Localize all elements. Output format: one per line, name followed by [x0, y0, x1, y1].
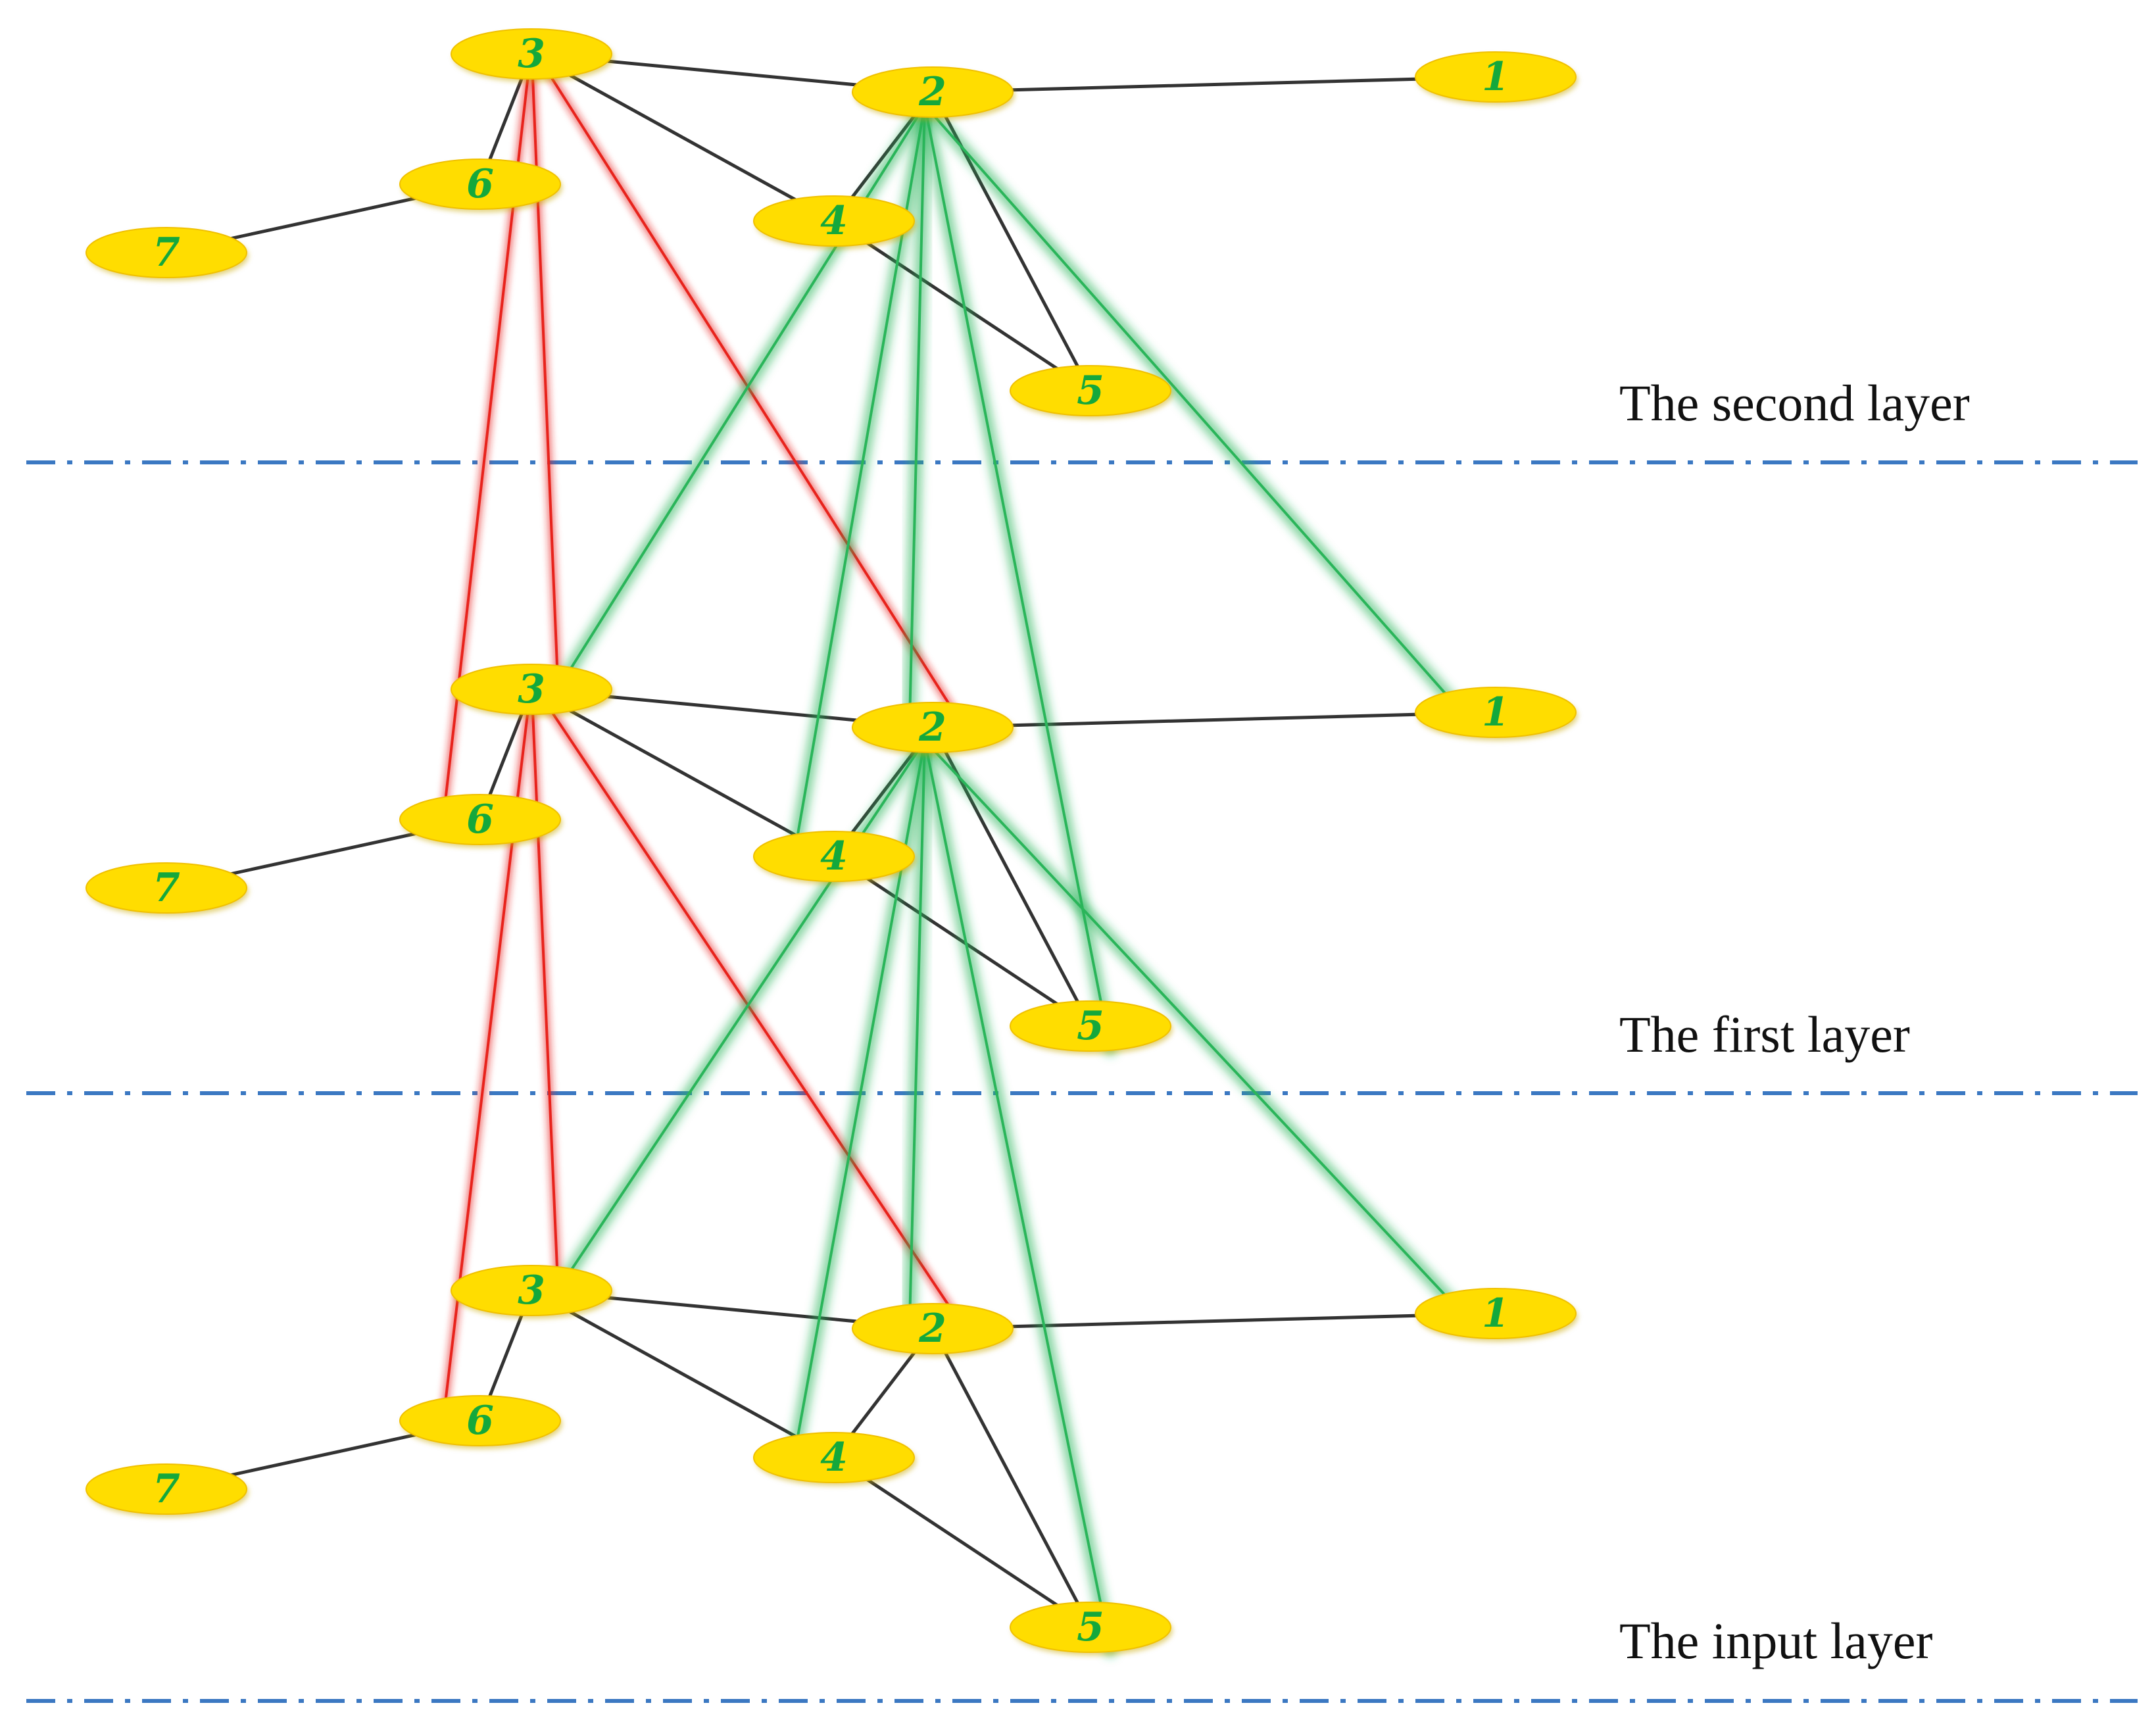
- node-label: 2: [918, 1306, 946, 1352]
- node-input-2: 2: [852, 1303, 1015, 1357]
- node-label: 3: [518, 666, 545, 712]
- edge-input-3-4: [530, 1289, 835, 1460]
- node-input-4: 4: [753, 1432, 916, 1486]
- node-input-5: 5: [1010, 1602, 1173, 1656]
- green-link-first-2-to-input-5: [918, 734, 1117, 1657]
- node-first-1: 1: [1415, 687, 1578, 741]
- node-second-1: 1: [1415, 51, 1578, 105]
- layer-label-second: The second layer: [1619, 374, 1970, 431]
- node-first-5: 5: [1010, 1000, 1173, 1054]
- node-label: 1: [1482, 689, 1509, 735]
- node-input-6: 6: [399, 1395, 562, 1449]
- node-label: 7: [153, 230, 180, 276]
- edge-first-2-1: [932, 710, 1496, 729]
- node-first-7: 7: [86, 862, 249, 916]
- node-label: 1: [1482, 1290, 1509, 1337]
- node-first-3: 3: [451, 664, 614, 718]
- node-input-1: 1: [1415, 1288, 1578, 1342]
- edge-second-2-1: [932, 75, 1496, 94]
- node-label: 5: [1077, 368, 1104, 414]
- green-link-first-2-to-input-2: [903, 734, 931, 1329]
- edge-input-2-1: [932, 1312, 1496, 1331]
- green-link-second-2-to-first-5: [918, 99, 1117, 1056]
- node-label: 7: [153, 1466, 180, 1512]
- green-link-second-2-to-first-2: [903, 99, 931, 727]
- node-first-4: 4: [753, 831, 916, 885]
- node-label: 3: [518, 1267, 545, 1314]
- node-second-4: 4: [753, 195, 916, 249]
- layer-label-input: The input layer: [1619, 1612, 1933, 1669]
- node-label: 1: [1482, 54, 1509, 100]
- node-label: 4: [820, 833, 848, 879]
- node-first-2: 2: [852, 702, 1015, 756]
- layer-label-first: The first layer: [1619, 1006, 1910, 1063]
- node-label: 6: [466, 161, 494, 207]
- node-second-6: 6: [399, 159, 562, 212]
- node-label: 6: [466, 1398, 494, 1444]
- node-second-5: 5: [1010, 365, 1173, 419]
- edge-second-3-4: [530, 52, 835, 223]
- green-link-first-2-to-input-1: [918, 734, 1463, 1314]
- node-first-6: 6: [399, 794, 562, 848]
- edge-input-4-5: [833, 1456, 1092, 1629]
- green-link-second-2-to-first-1: [918, 99, 1463, 712]
- node-label: 2: [918, 69, 946, 115]
- node-label: 7: [153, 865, 180, 911]
- node-label: 6: [466, 797, 494, 843]
- node-second-3: 3: [451, 28, 614, 82]
- node-input-7: 7: [86, 1463, 249, 1517]
- node-label: 4: [820, 198, 848, 244]
- red-link-second-3-to-first-3: [527, 42, 562, 685]
- node-label: 3: [518, 31, 545, 77]
- node-label: 5: [1077, 1003, 1104, 1049]
- node-input-3: 3: [451, 1265, 614, 1319]
- edge-first-3-4: [530, 687, 835, 858]
- node-label: 4: [820, 1435, 848, 1481]
- node-label: 2: [918, 704, 946, 750]
- node-second-7: 7: [86, 227, 249, 281]
- green-link-first-2-to-input-3: [554, 734, 931, 1292]
- edge-input-2-5: [931, 1327, 1092, 1629]
- node-label: 5: [1077, 1604, 1104, 1650]
- red-link-first-3-to-input-3: [527, 677, 562, 1287]
- node-second-2: 2: [852, 66, 1015, 120]
